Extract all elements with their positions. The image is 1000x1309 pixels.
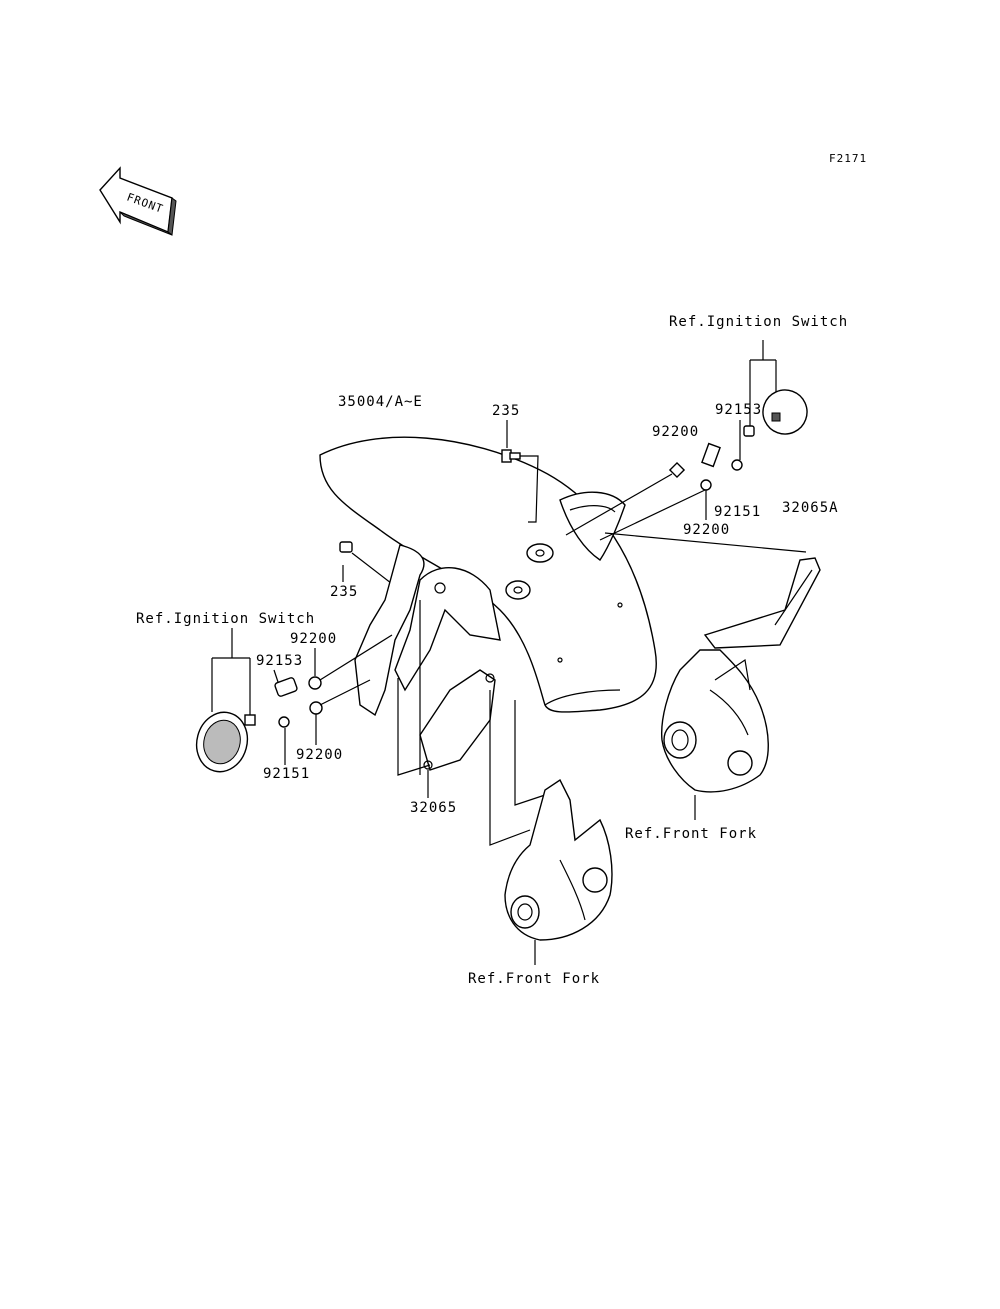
washer-icon [668,461,686,479]
label-washer-right-bottom: 92200 [683,522,730,538]
bracket-left-upper [354,544,501,717]
screw-icon [731,459,743,471]
grommet [505,580,531,600]
bracket-left-lower [419,669,496,771]
collar-icon [701,442,721,468]
label-ref-ignition-switch-left: Ref.Ignition Switch [136,611,315,627]
front-arrow-icon: FRONT [99,166,177,236]
label-ref-ignition-switch-right: Ref.Ignition Switch [669,314,848,330]
front-fork-right [660,649,769,793]
bolt-icon [339,541,353,553]
label-washer-right-top: 92200 [652,424,699,440]
collar-icon [274,677,298,697]
label-bolt-top: 235 [492,403,520,419]
nut-icon [743,425,755,437]
reflector-icon [762,389,808,435]
label-ref-front-fork-bottom: Ref.Front Fork [468,971,600,987]
screw-icon [278,716,290,728]
bracket-right-arm [703,557,821,649]
label-washer-left-top: 92200 [290,631,337,647]
washer-icon [308,676,322,690]
label-collar-left: 92153 [256,653,303,669]
label-screw-left: 92151 [263,766,310,782]
label-bolt-left: 235 [330,584,358,600]
nut-icon [244,714,256,726]
grommet [526,543,554,563]
label-ref-front-fork-right: Ref.Front Fork [625,826,757,842]
label-washer-left-bottom: 92200 [296,747,343,763]
washer-icon [309,701,323,715]
label-collar-right: 92153 [715,402,762,418]
label-bracket-right: 32065A [782,500,839,516]
washer-icon [700,479,712,491]
label-screw-right: 92151 [714,504,761,520]
label-fender: 35004/A~E [338,394,423,410]
label-bracket-left: 32065 [410,800,457,816]
diagram-code: F2171 [829,152,867,165]
front-fork-lower [504,778,613,941]
